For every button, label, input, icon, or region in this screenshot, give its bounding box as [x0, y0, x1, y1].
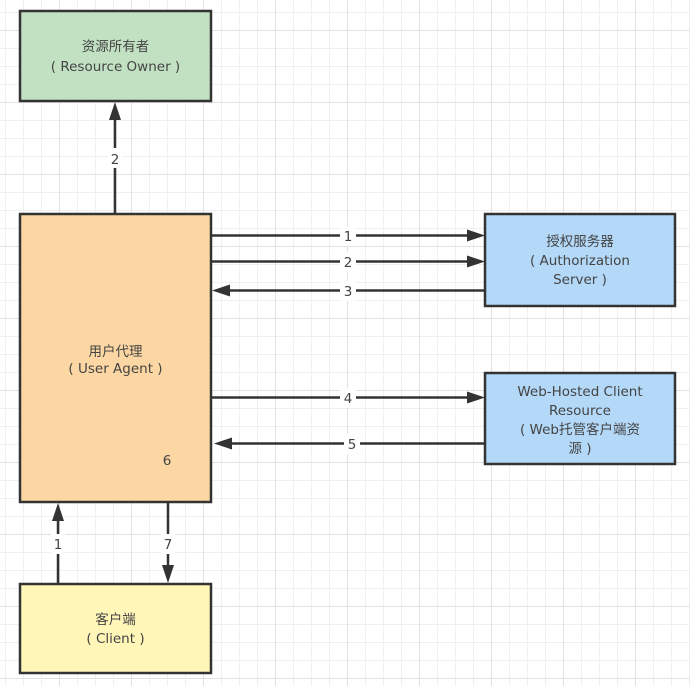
edge-auth-server-to-ua-3[interactable]: 3: [212, 281, 485, 301]
edge-ua-to-auth-server-1[interactable]: 1: [211, 226, 485, 246]
node-authorization-server[interactable]: 授权服务器 ( Authorization Server ): [483, 212, 677, 308]
arrow-left-icon: [214, 437, 232, 450]
node-resource-owner[interactable]: 资源所有者 ( Resource Owner ): [18, 9, 213, 103]
node-web-hosted-client-resource[interactable]: Web-Hosted Client Resource ( Web托管客户端资 源…: [483, 371, 677, 466]
arrow-up-icon: [109, 102, 121, 120]
edge-label-bg: [161, 534, 175, 554]
node-label-en: Web-Hosted Client: [517, 384, 642, 400]
node-label-cn: 资源所有者: [82, 39, 150, 55]
node-label-en: ( Resource Owner ): [51, 59, 180, 75]
arrow-right-icon: [467, 255, 485, 268]
edge-label: 2: [111, 152, 120, 168]
edge-ua-to-auth-server-2[interactable]: 2: [207, 252, 485, 272]
node-user-agent[interactable]: 用户代理 ( User Agent ) 6: [18, 212, 213, 504]
edge-label-bg: [344, 434, 360, 454]
edge-label-bg: [340, 226, 356, 246]
node-label-cn: 客户端: [95, 611, 136, 628]
edge-label-bg: [340, 252, 356, 272]
edge-label-bg: [108, 148, 122, 168]
edge-client-to-ua-1[interactable]: 1: [51, 503, 65, 584]
edge-label-bg: [51, 534, 65, 554]
edge-ua-to-resource-owner[interactable]: 2: [108, 102, 122, 213]
step-label-6: 6: [163, 453, 172, 469]
edge-label: 1: [344, 229, 353, 245]
edges: 2 1 2 3 4: [51, 102, 485, 584]
edge-label-bg: [340, 281, 356, 301]
nodes: 资源所有者 ( Resource Owner ) 用户代理 ( User Age…: [18, 9, 677, 675]
arrow-right-icon: [467, 229, 485, 242]
arrow-down-icon: [162, 565, 174, 583]
edge-label: 1: [54, 537, 63, 553]
edge-label: 4: [344, 391, 353, 407]
arrow-right-icon: [467, 391, 485, 404]
edge-ua-to-client-7[interactable]: 7: [161, 502, 175, 583]
arrow-up-icon: [52, 503, 64, 521]
edge-label: 3: [344, 284, 353, 300]
node-label-cn-2: 源 ): [568, 441, 591, 457]
node-box: [18, 582, 213, 675]
edge-label: 5: [348, 437, 357, 453]
edge-label: 2: [344, 255, 353, 271]
node-label-en: ( User Agent ): [68, 361, 162, 377]
node-label-cn: 授权服务器: [546, 233, 614, 250]
node-label-cn: ( Web托管客户端资: [520, 421, 640, 438]
node-box: [18, 212, 213, 504]
node-label-cn: 用户代理: [89, 343, 143, 360]
node-box: [483, 212, 677, 308]
node-label-en-2: Server ): [553, 272, 607, 288]
edge-label: 7: [164, 537, 173, 553]
node-label-en: ( Authorization: [530, 253, 630, 269]
node-label-en: ( Client ): [86, 631, 144, 647]
node-box: [483, 371, 677, 466]
node-client[interactable]: 客户端 ( Client ): [18, 582, 213, 675]
edge-web-client-to-ua-5[interactable]: 5: [214, 434, 485, 454]
edge-label-bg: [340, 388, 356, 408]
node-box: [18, 9, 213, 103]
node-label-en-2: Resource: [549, 403, 611, 419]
arrow-left-icon: [212, 284, 230, 297]
edge-ua-to-web-client-4[interactable]: 4: [211, 388, 485, 408]
